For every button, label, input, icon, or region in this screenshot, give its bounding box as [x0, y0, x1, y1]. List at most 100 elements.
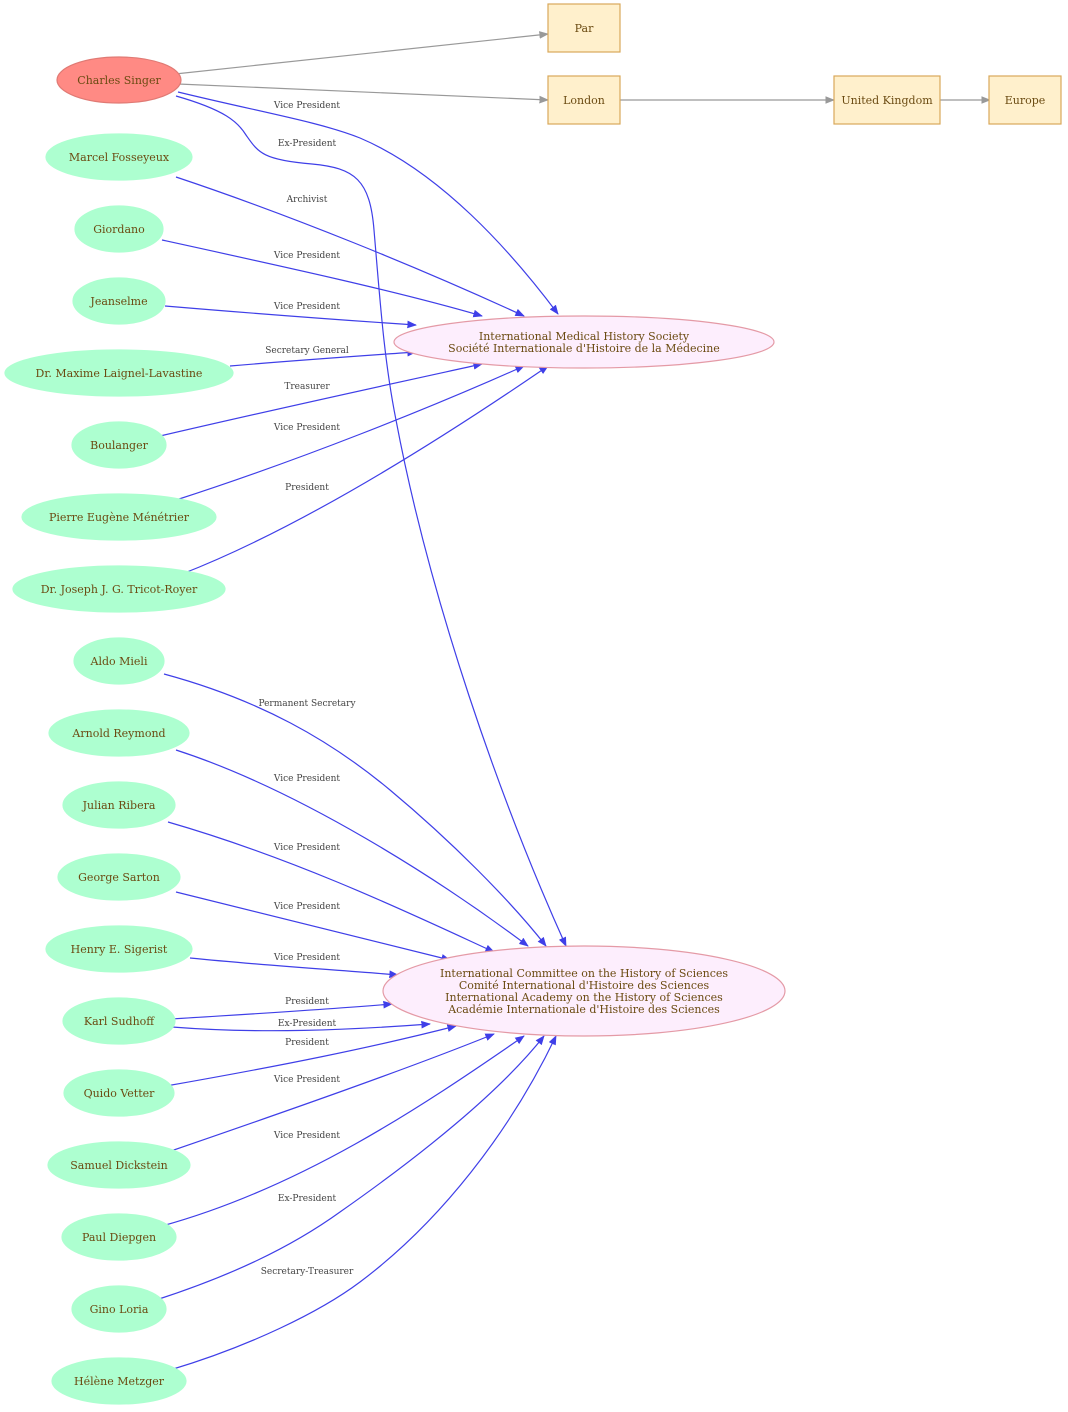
- node-tricot: Dr. Joseph J. G. Tricot-Royer: [12, 565, 226, 613]
- node-label: Paul Diepgen: [82, 1231, 156, 1244]
- node-shape: [74, 205, 164, 253]
- node-label: International Medical History Society: [479, 330, 690, 343]
- node-shape: [48, 709, 190, 757]
- node-shape: [988, 75, 1062, 125]
- edge-label: Vice President: [273, 902, 341, 912]
- node-sigerist: Henry E. Sigerist: [45, 925, 193, 973]
- node-shape: [57, 853, 181, 901]
- edge-sarton-to-ichs: [175, 891, 451, 962]
- edge-label: Vice President: [273, 843, 341, 853]
- edge-label: Vice President: [273, 251, 341, 261]
- edge-singer-to-london: [177, 83, 549, 104]
- node-shape: [63, 1069, 175, 1117]
- edge-label: President: [285, 1038, 329, 1048]
- edge-loria-to-ichs: [155, 1035, 545, 1301]
- node-shape: [72, 277, 166, 325]
- node-label: Marcel Fosseyeux: [69, 151, 170, 164]
- edges-layer: [155, 31, 991, 1371]
- edge-label: Secretary-Treasurer: [261, 1267, 354, 1277]
- node-shape: [71, 421, 167, 469]
- edge-mieli-to-ichs: [163, 673, 547, 947]
- node-vetter: Quido Vetter: [63, 1069, 175, 1117]
- edge-label: Ex-President: [278, 139, 337, 149]
- edge-label: Vice President: [273, 1131, 341, 1141]
- edge-ribera-to-ichs: [167, 821, 495, 953]
- edge-label: Vice President: [273, 953, 341, 963]
- edge-vetter-to-ichs: [165, 1024, 457, 1087]
- edge-reymond-to-ichs: [175, 749, 529, 947]
- node-ichs: International Committee on the History o…: [382, 945, 786, 1037]
- node-label: Aldo Mieli: [90, 655, 148, 668]
- node-label: Hélène Metzger: [74, 1375, 165, 1388]
- edge-sudhoff-to-ichs: [171, 1000, 393, 1020]
- edge-fosseyeux-to-imhs: [175, 176, 525, 317]
- node-imhs: International Medical History SocietySoc…: [393, 315, 775, 369]
- node-label: Pierre Eugène Ménétrier: [49, 511, 190, 524]
- edge-sudhoff-to-ichs: [171, 1020, 431, 1032]
- edge-laignel-to-imhs: [229, 348, 417, 367]
- node-europe: Europe: [988, 75, 1062, 125]
- node-shape: [382, 945, 786, 1037]
- node-label: Société Internationale d'Histoire de la …: [448, 342, 720, 355]
- node-shape: [73, 637, 165, 685]
- edge-singer-to-ichs: [175, 95, 567, 947]
- node-shape: [61, 1213, 177, 1261]
- node-label: Par: [575, 22, 594, 35]
- edge-label: Vice President: [273, 774, 341, 784]
- node-shape: [62, 781, 176, 829]
- node-giordano: Giordano: [74, 205, 164, 253]
- node-ribera: Julian Ribera: [62, 781, 176, 829]
- edge-label: Treasurer: [284, 382, 330, 392]
- edge-label: Vice President: [273, 101, 341, 111]
- node-uk: United Kingdom: [833, 75, 941, 125]
- node-dickstein: Samuel Dickstein: [47, 1141, 191, 1189]
- node-label: Comité International d'Histoire des Scie…: [459, 979, 710, 992]
- node-shape: [62, 997, 176, 1045]
- edge-giordano-to-imhs: [161, 239, 483, 318]
- edge-label: Vice President: [273, 302, 341, 312]
- node-label: Julian Ribera: [82, 799, 156, 812]
- edge-label: Ex-President: [278, 1194, 337, 1204]
- node-boulanger: Boulanger: [71, 421, 167, 469]
- node-shape: [47, 1141, 191, 1189]
- edge-label: President: [285, 483, 329, 493]
- node-shape: [4, 349, 234, 397]
- node-label: Europe: [1005, 94, 1046, 107]
- edge-labels-layer: Vice PresidentEx-PresidentArchivistVice …: [258, 101, 356, 1277]
- node-london: London: [547, 75, 621, 125]
- node-menetrier: Pierre Eugène Ménétrier: [21, 493, 217, 541]
- edge-tricot-to-imhs: [181, 365, 549, 575]
- node-shape: [21, 493, 217, 541]
- node-reymond: Arnold Reymond: [48, 709, 190, 757]
- node-label: George Sarton: [78, 871, 160, 884]
- edge-menetrier-to-imhs: [175, 365, 525, 501]
- node-label: London: [563, 94, 605, 107]
- node-fosseyeux: Marcel Fosseyeux: [45, 133, 193, 181]
- node-par: Par: [547, 3, 621, 53]
- node-shape: [56, 56, 182, 104]
- edge-label: President: [285, 997, 329, 1007]
- edge-label: Permanent Secretary: [258, 699, 356, 709]
- node-label: Jeanselme: [89, 295, 147, 308]
- node-label: Arnold Reymond: [71, 727, 165, 740]
- edge-label: Secretary General: [265, 346, 349, 356]
- node-label: Karl Sudhoff: [84, 1015, 155, 1028]
- node-label: Henry E. Sigerist: [71, 943, 168, 956]
- edge-singer-to-par: [174, 31, 549, 75]
- edge-label: Vice President: [273, 1075, 341, 1085]
- edge-label: Archivist: [286, 195, 328, 205]
- edge-label: Ex-President: [278, 1019, 337, 1029]
- node-shape: [51, 1357, 187, 1405]
- node-label: Quido Vetter: [84, 1087, 156, 1100]
- node-loria: Gino Loria: [71, 1285, 167, 1333]
- node-shape: [833, 75, 941, 125]
- node-sudhoff: Karl Sudhoff: [62, 997, 176, 1045]
- node-mieli: Aldo Mieli: [73, 637, 165, 685]
- edge-diepgen-to-ichs: [161, 1035, 525, 1227]
- node-label: Dr. Joseph J. G. Tricot-Royer: [41, 583, 198, 596]
- node-shape: [71, 1285, 167, 1333]
- edge-dickstein-to-ichs: [167, 1033, 495, 1153]
- node-label: Boulanger: [90, 439, 149, 452]
- node-shape: [547, 75, 621, 125]
